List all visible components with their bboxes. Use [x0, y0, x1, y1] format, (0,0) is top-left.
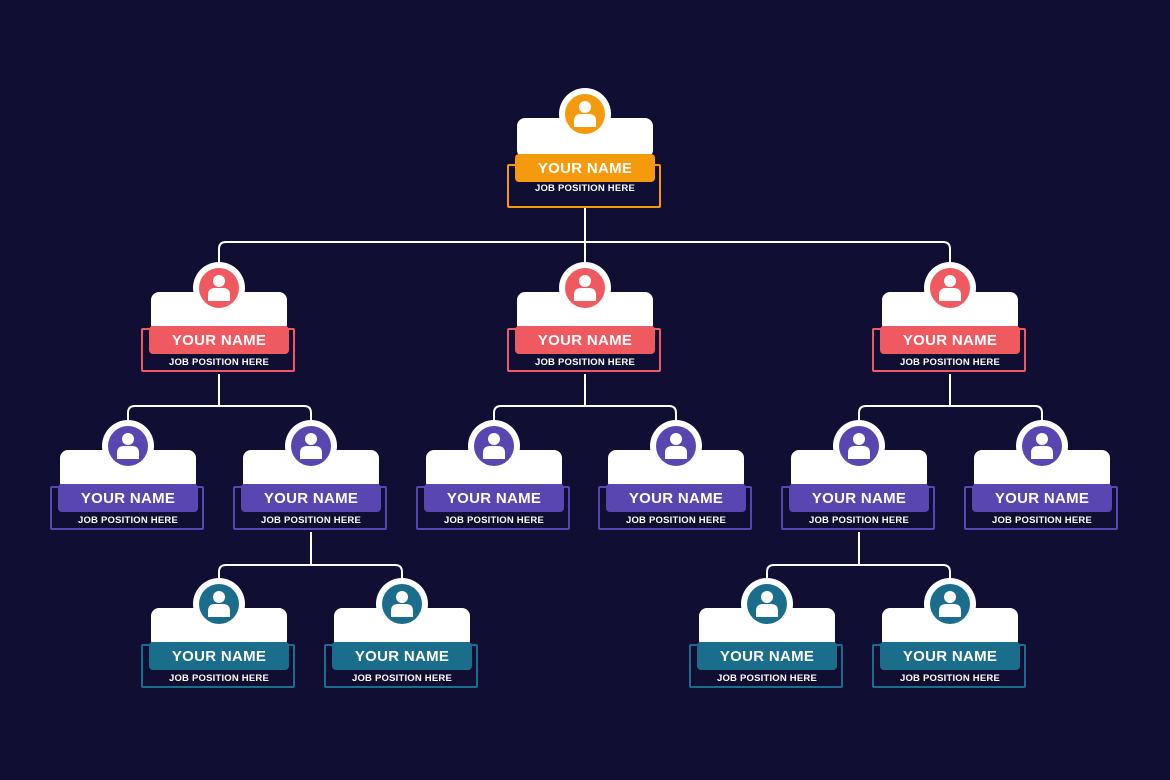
job-position-label: JOB POSITION HERE	[77, 515, 178, 526]
node-staff-3[interactable]: YOUR NAME JOB POSITION HERE	[416, 420, 572, 560]
node-team-3[interactable]: YOUR NAME JOB POSITION HERE	[689, 578, 845, 718]
name-label: YOUR NAME	[58, 484, 198, 512]
job-position-label: JOB POSITION HERE	[168, 357, 269, 368]
node-manager-right[interactable]: YOUR NAME JOB POSITION HERE	[872, 262, 1028, 402]
connector-m1	[127, 374, 312, 420]
node-staff-5[interactable]: YOUR NAME JOB POSITION HERE	[781, 420, 937, 560]
job-position-label: JOB POSITION HERE	[443, 515, 544, 526]
name-label: YOUR NAME	[424, 484, 564, 512]
name-label: YOUR NAME	[149, 642, 289, 670]
name-label: YOUR NAME	[606, 484, 746, 512]
job-position-label: JOB POSITION HERE	[260, 515, 361, 526]
node-staff-4[interactable]: YOUR NAME JOB POSITION HERE	[598, 420, 754, 560]
job-position-label: JOB POSITION HERE	[168, 673, 269, 684]
person-avatar-icon	[102, 420, 154, 472]
node-staff-2[interactable]: YOUR NAME JOB POSITION HERE	[233, 420, 389, 560]
job-position-label: JOB POSITION HERE	[625, 515, 726, 526]
node-team-1[interactable]: YOUR NAME JOB POSITION HERE	[141, 578, 297, 718]
connector-ceo	[218, 208, 951, 262]
name-label: YOUR NAME	[697, 642, 837, 670]
person-avatar-icon	[376, 578, 428, 630]
person-avatar-icon	[1016, 420, 1068, 472]
name-label: YOUR NAME	[241, 484, 381, 512]
job-position-label: JOB POSITION HERE	[899, 673, 1000, 684]
node-staff-6[interactable]: YOUR NAME JOB POSITION HERE	[964, 420, 1120, 560]
connector-s2	[218, 532, 403, 578]
job-position-label: JOB POSITION HERE	[899, 357, 1000, 368]
job-position-label: JOB POSITION HERE	[716, 673, 817, 684]
connector-m2	[493, 374, 677, 420]
person-avatar-icon	[559, 88, 611, 140]
person-avatar-icon	[924, 262, 976, 314]
name-label: YOUR NAME	[149, 326, 289, 354]
job-position-label: JOB POSITION HERE	[534, 357, 635, 368]
connector-s5	[766, 532, 951, 578]
name-label: YOUR NAME	[880, 642, 1020, 670]
name-label: YOUR NAME	[515, 154, 655, 182]
name-label: YOUR NAME	[515, 326, 655, 354]
person-avatar-icon	[285, 420, 337, 472]
person-avatar-icon	[924, 578, 976, 630]
job-position-label: JOB POSITION HERE	[808, 515, 909, 526]
node-team-4[interactable]: YOUR NAME JOB POSITION HERE	[872, 578, 1028, 718]
job-position-label: JOB POSITION HERE	[534, 183, 635, 194]
person-avatar-icon	[193, 578, 245, 630]
job-position-label: JOB POSITION HERE	[351, 673, 452, 684]
connector-m3	[858, 374, 1043, 420]
name-label: YOUR NAME	[972, 484, 1112, 512]
person-avatar-icon	[559, 262, 611, 314]
person-avatar-icon	[650, 420, 702, 472]
name-label: YOUR NAME	[789, 484, 929, 512]
person-avatar-icon	[833, 420, 885, 472]
node-ceo[interactable]: YOUR NAME JOB POSITION HERE	[507, 88, 663, 228]
job-position-label: JOB POSITION HERE	[991, 515, 1092, 526]
node-staff-1[interactable]: YOUR NAME JOB POSITION HERE	[50, 420, 206, 560]
name-label: YOUR NAME	[880, 326, 1020, 354]
person-avatar-icon	[741, 578, 793, 630]
node-team-2[interactable]: YOUR NAME JOB POSITION HERE	[324, 578, 480, 718]
node-manager-middle[interactable]: YOUR NAME JOB POSITION HERE	[507, 262, 663, 402]
name-label: YOUR NAME	[332, 642, 472, 670]
person-avatar-icon	[468, 420, 520, 472]
person-avatar-icon	[193, 262, 245, 314]
node-manager-left[interactable]: YOUR NAME JOB POSITION HERE	[141, 262, 297, 402]
